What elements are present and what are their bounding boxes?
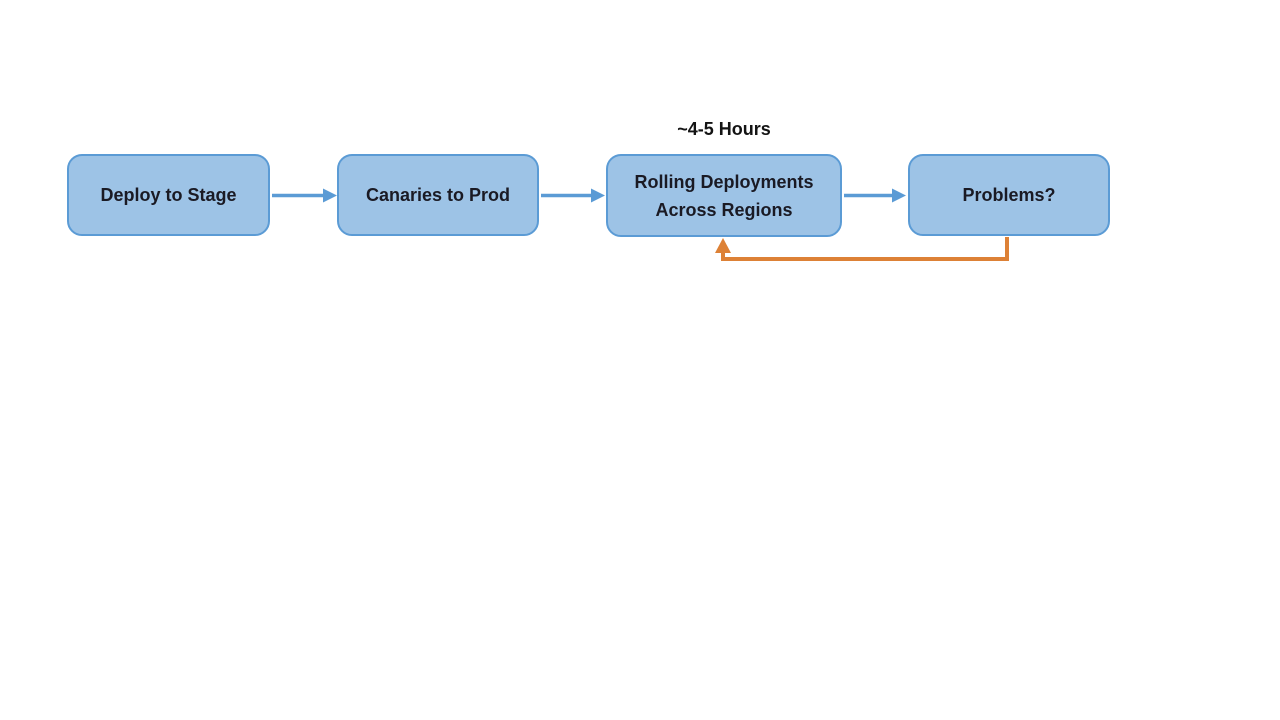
flow-step-problems: Problems? [908,154,1110,236]
flow-step-label: Deploy to Stage [100,185,237,205]
flow-step-label: Rolling Deployments Across Regions [634,171,814,220]
duration-annotation: ~4-5 Hours [677,119,771,139]
arrow-rolling-to-problems [844,188,906,203]
flow-step-canaries-to-prod: Canaries to Prod [337,154,539,236]
arrow-deploy-to-canaries [272,188,337,203]
flow-step-rolling-deployments: Rolling Deployments Across Regions [606,154,842,237]
feedback-arrow-problems-to-rolling [715,237,1009,261]
arrow-canaries-to-rolling [541,188,605,203]
flow-step-deploy-to-stage: Deploy to Stage [67,154,270,236]
flow-step-label: Canaries to Prod [365,185,511,205]
flow-step-label: Problems? [962,185,1056,205]
